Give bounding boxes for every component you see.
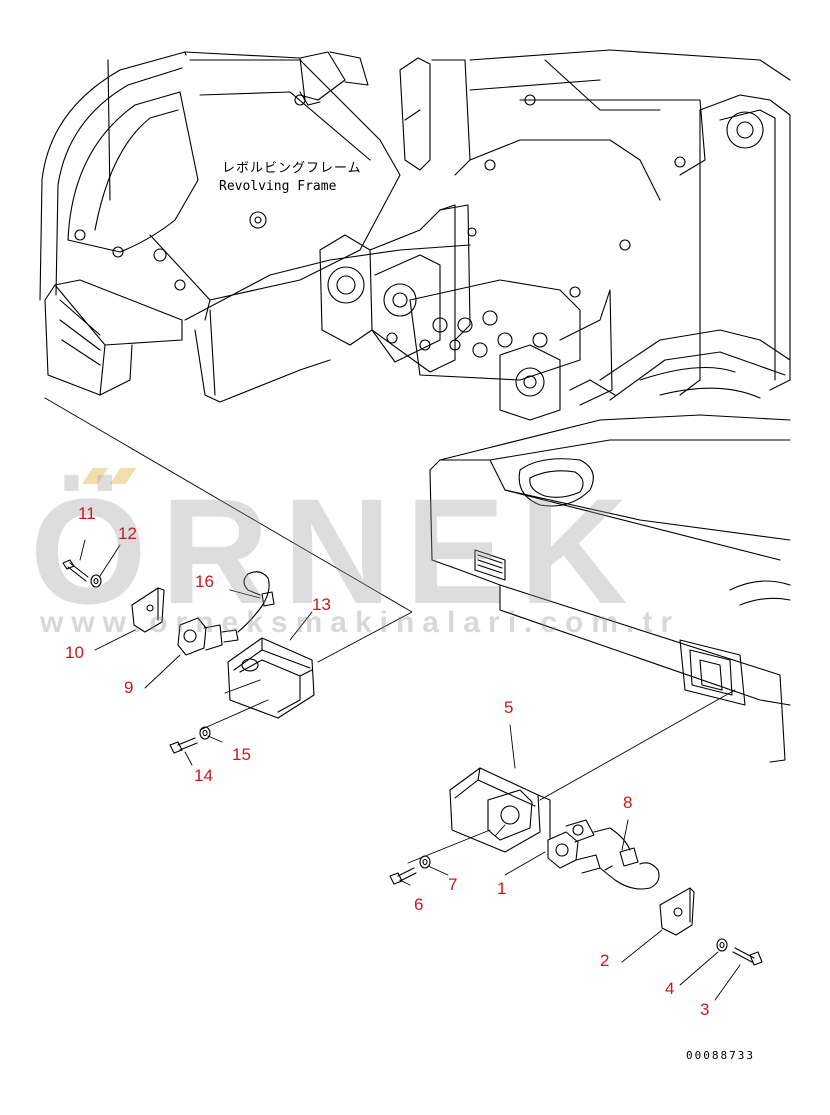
callout-15: 15 xyxy=(232,745,251,764)
callout-10: 10 xyxy=(65,643,84,662)
callout-11: 11 xyxy=(78,504,96,523)
callout-7: 7 xyxy=(448,875,458,894)
frame-label-english: Revolving Frame xyxy=(219,179,337,194)
revolving-frame-drawing xyxy=(39,49,791,763)
right-exploded-group xyxy=(389,767,763,966)
watermark-url: www.orneksmakinalari.com.tr xyxy=(40,606,681,639)
callout-5: 5 xyxy=(504,698,514,717)
callout-3: 3 xyxy=(700,1000,710,1019)
callout-6: 6 xyxy=(414,895,424,914)
callout-14: 14 xyxy=(194,766,213,785)
callout-1: 1 xyxy=(497,879,507,898)
left-exploded-group xyxy=(62,559,315,754)
frame-label-japanese: レボルビングフレーム xyxy=(222,161,362,176)
callout-12: 12 xyxy=(118,524,137,543)
callout-4: 4 xyxy=(665,979,675,998)
callout-2: 2 xyxy=(600,951,610,970)
callout-leaders xyxy=(79,539,741,1001)
callout-13: 13 xyxy=(312,595,331,614)
leader-lines xyxy=(44,397,736,864)
watermark-brand: ÖRNEK xyxy=(30,467,642,635)
drawing-number: 00088733 xyxy=(686,1049,755,1062)
callout-16: 16 xyxy=(195,572,214,591)
callout-9: 9 xyxy=(124,678,134,697)
callout-8: 8 xyxy=(623,793,633,812)
